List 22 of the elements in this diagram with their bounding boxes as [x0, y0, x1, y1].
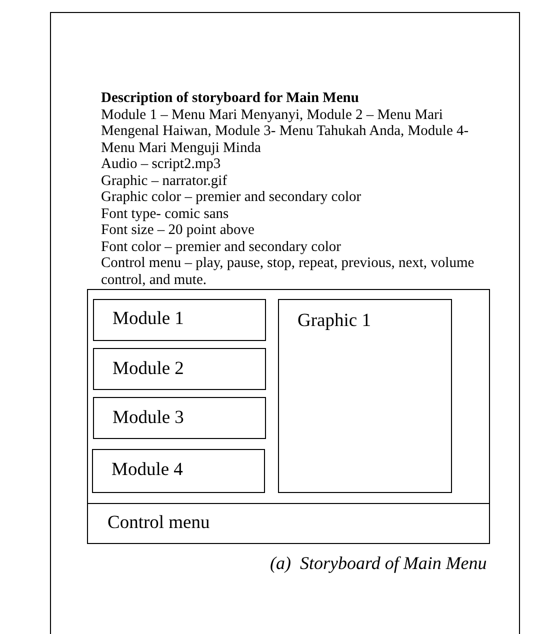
box-label: Control menu: [108, 512, 210, 534]
box-label: Graphic 1: [298, 310, 371, 332]
box-label: Module 2: [112, 358, 184, 380]
module-button: [92, 348, 266, 390]
box-label: Module 4: [112, 460, 183, 480]
description-line: Audio – script2.mp3: [101, 156, 221, 172]
box-label: Module 1: [112, 308, 184, 330]
description-line: Graphic color – premier and secondary color: [101, 189, 362, 206]
figure-caption: (a) Storyboard of Main Menu: [270, 553, 487, 574]
description-line: Font size – 20 point above: [101, 222, 254, 238]
graphic-panel: [278, 298, 452, 492]
module-button: [92, 448, 264, 492]
description-line: Control menu – play, pause, stop, repeat, previous, next, volume control, and mute.: [101, 255, 476, 288]
description-line: Module 1 – Menu Mari Menyanyi, Module 2 – Menu Mari Mengenal Haiwan, Module 3- Menu Tahukah Anda, Module 4- Menu Mari Menguji Minda: [101, 106, 470, 156]
module-button: [92, 298, 266, 340]
description-line: Font color – premier and secondary color: [101, 238, 341, 255]
description-line: Font type- comic sans: [101, 206, 229, 222]
description-line: Graphic – narrator.gif: [101, 172, 228, 189]
screen-frame: [87, 289, 490, 544]
box-label: Module 3: [112, 408, 184, 428]
description-heading: Description of storyboard for Main Menu: [101, 90, 359, 106]
module-button: [92, 396, 266, 438]
